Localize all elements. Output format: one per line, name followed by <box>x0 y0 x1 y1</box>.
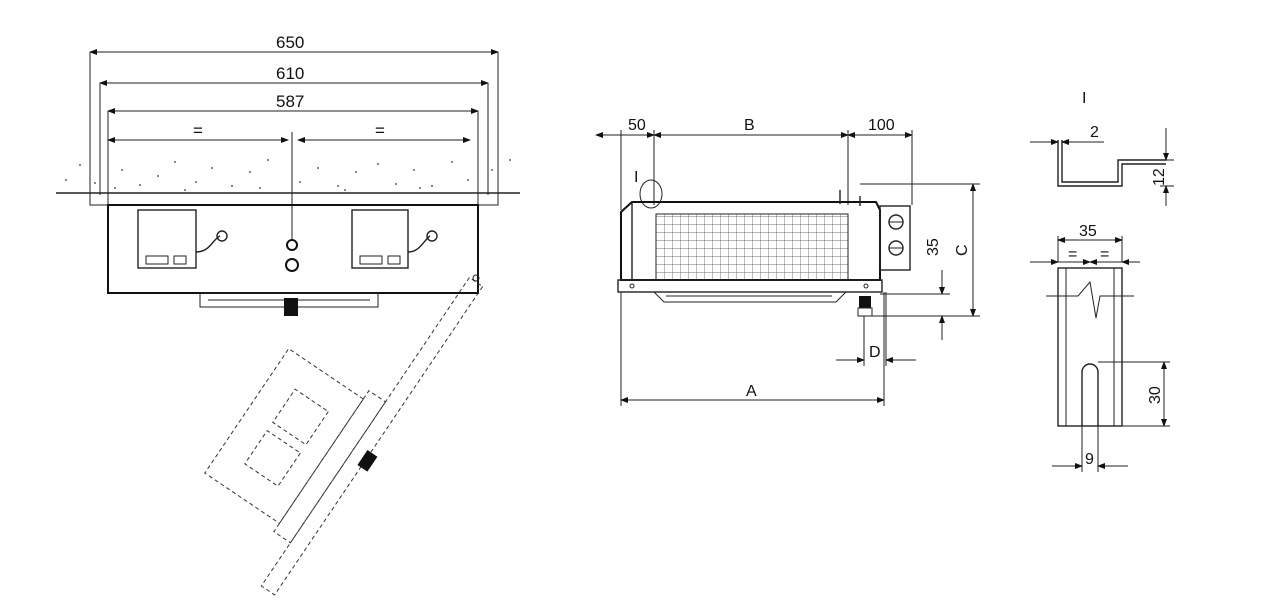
center-fitting-top <box>286 239 298 251</box>
junction-box-right <box>351 209 409 269</box>
dim-eq-right: = <box>375 121 385 140</box>
eq-left-label: = <box>1068 246 1077 263</box>
bracket-front <box>1057 267 1123 427</box>
dim-610-label: 610 <box>276 64 304 83</box>
drain-outlet <box>284 298 298 316</box>
dim-A-label: A <box>746 383 757 400</box>
detail-title: I <box>1082 90 1086 107</box>
cable-gland-left <box>216 230 228 242</box>
open-door-dashed <box>204 276 484 596</box>
bracket-slot <box>1081 363 1099 426</box>
side-connection-box <box>879 205 911 271</box>
center-fitting-bottom <box>285 258 299 272</box>
dim-587-label: 587 <box>276 92 304 111</box>
eq-right-label: = <box>1100 246 1109 263</box>
dim-12-label: 12 <box>1151 168 1168 186</box>
detail-marker-label: I <box>634 169 638 186</box>
dim-C-label: C <box>954 244 971 256</box>
middle-view: 50 B 100 I C <box>595 117 980 406</box>
ceiling-speckles <box>65 159 511 191</box>
dim-30-label: 30 <box>1147 386 1164 404</box>
junction-box-left <box>137 209 197 269</box>
detail-view: I 2 12 35 = = 30 <box>1030 90 1174 472</box>
drain-fitting <box>859 296 871 308</box>
bracket-profile <box>1057 140 1166 187</box>
dim-35-label: 35 <box>925 238 942 256</box>
bottom-rail <box>617 279 883 293</box>
dim-eq-left: = <box>193 121 203 140</box>
dim-50-label: 50 <box>628 117 646 134</box>
dim-650-label: 650 <box>276 33 304 52</box>
coil-grid <box>655 213 849 281</box>
detail-marker-circle <box>639 179 663 209</box>
dim-2-label: 2 <box>1090 124 1099 141</box>
dim-100-label: 100 <box>868 117 895 134</box>
left-view: 650 610 587 = = <box>56 33 520 596</box>
dim-35-detail-label: 35 <box>1079 223 1097 240</box>
dim-D-label: D <box>869 344 881 361</box>
dim-9-label: 9 <box>1085 451 1094 468</box>
dim-B-label: B <box>744 117 755 134</box>
cable-gland-right <box>426 230 438 242</box>
